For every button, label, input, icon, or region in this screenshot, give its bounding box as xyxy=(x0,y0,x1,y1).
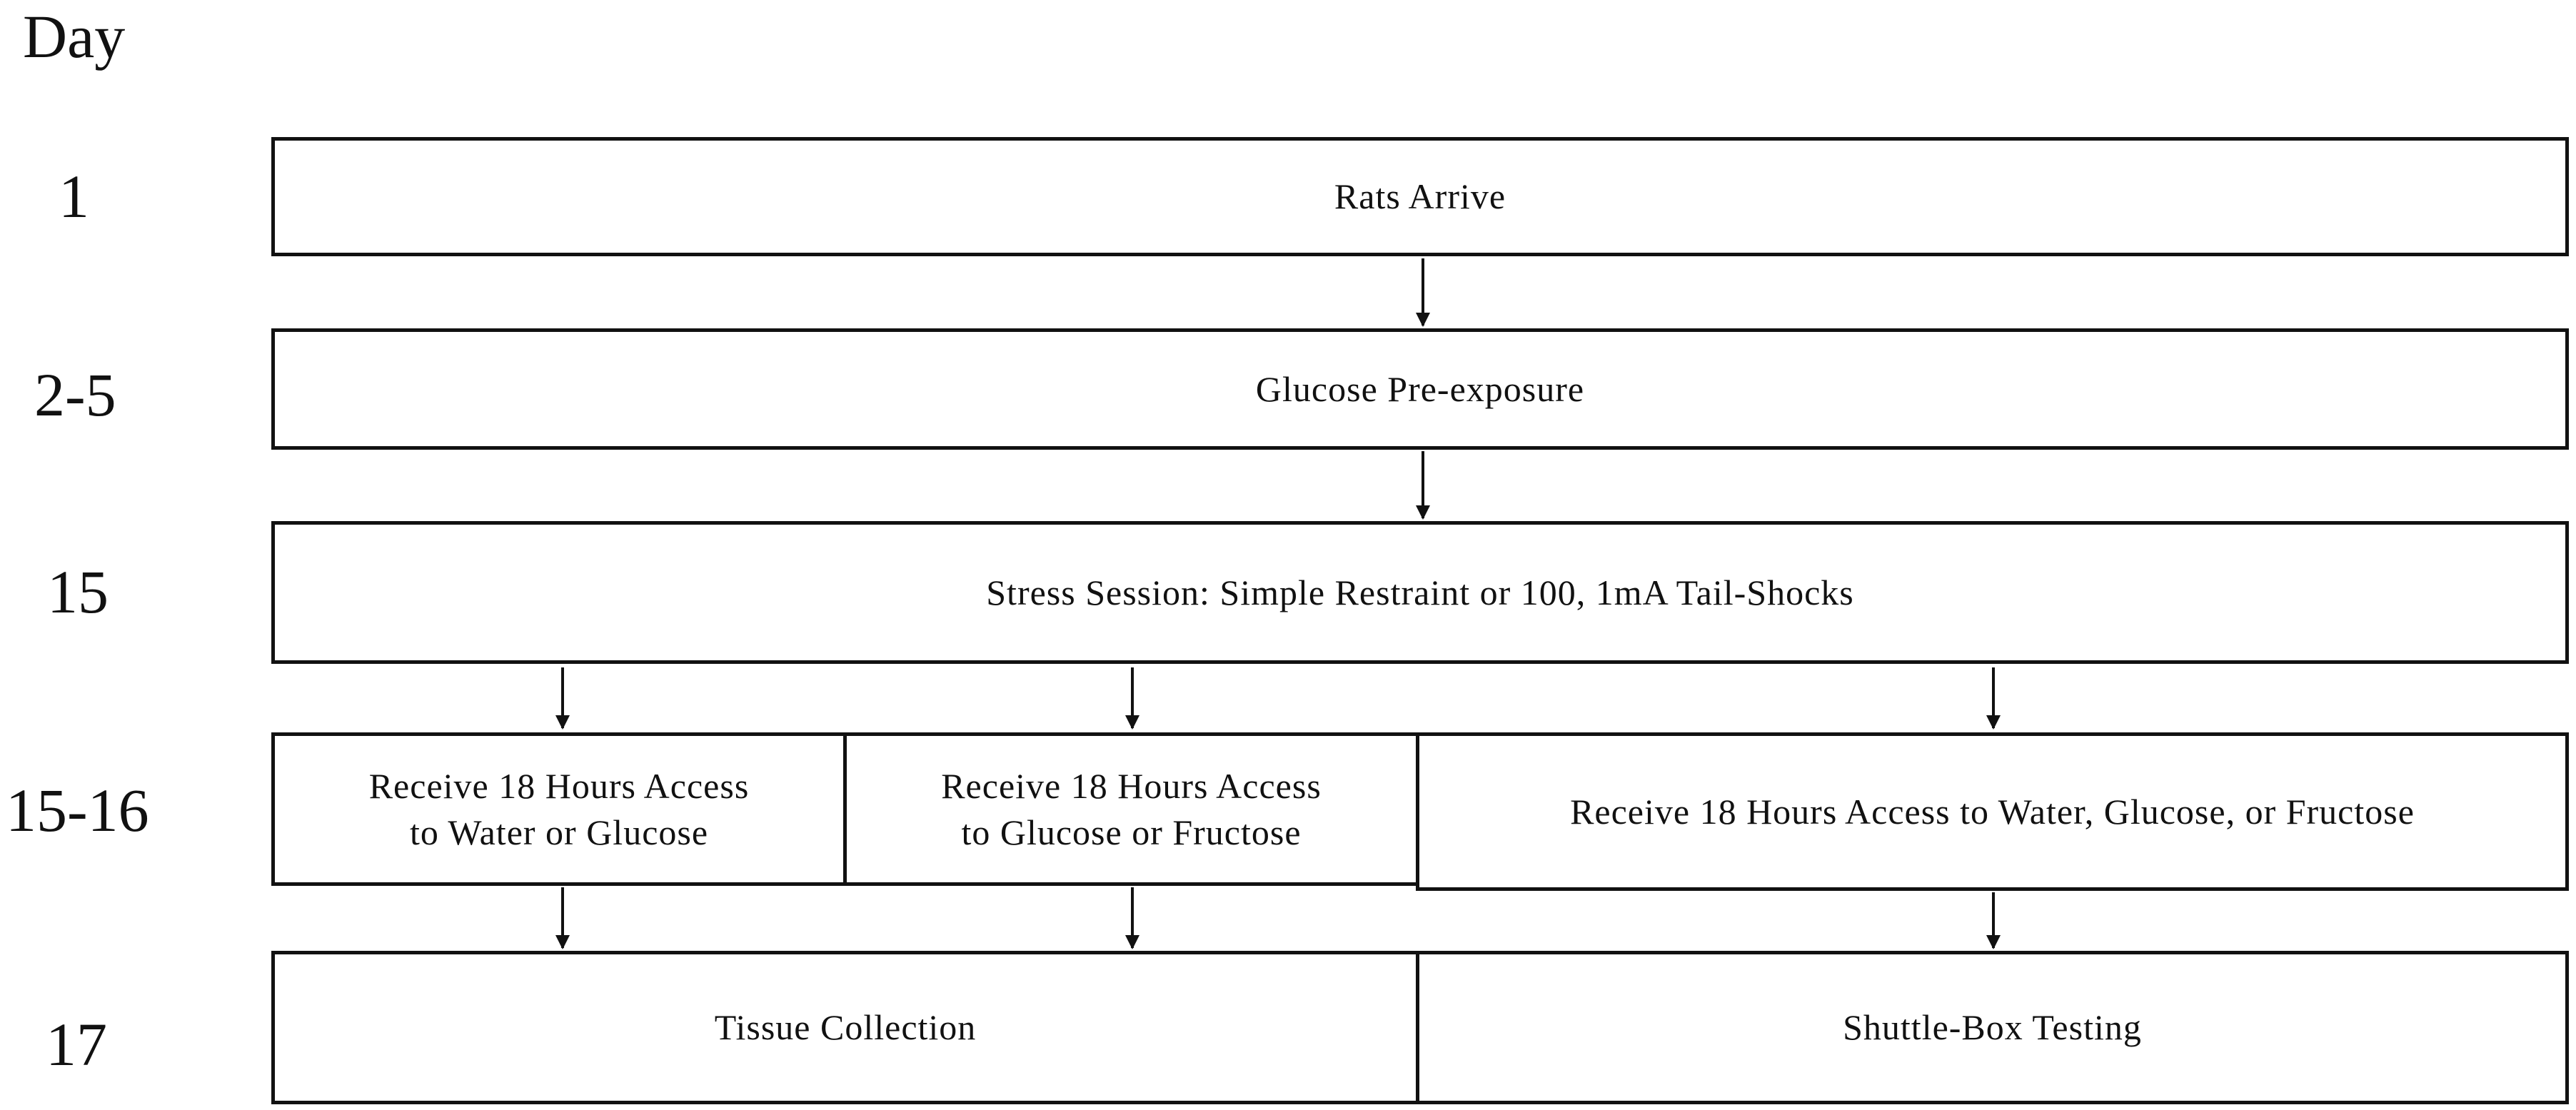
access-water-glucose-line2: to Water or Glucose xyxy=(409,812,709,852)
access-water-glucose-line1: Receive 18 Hours Access xyxy=(368,765,750,806)
access-glucose-fructose-line2: to Glucose or Fructose xyxy=(961,812,1302,852)
tissue-collection-label: Tissue Collection xyxy=(714,1007,977,1047)
stress-session-box: Stress Session: Simple Restraint or 100,… xyxy=(271,521,2569,664)
access-water-glucose-box: Receive 18 Hours Access to Water or Gluc… xyxy=(271,732,847,886)
day-label-1: 1 xyxy=(59,162,89,231)
glucose-preexposure-box: Glucose Pre-exposure xyxy=(271,328,2569,450)
shuttle-box-testing-label: Shuttle-Box Testing xyxy=(1843,1007,2142,1047)
shuttle-box-testing-box: Shuttle-Box Testing xyxy=(1416,951,2569,1104)
access-water-glucose-label: Receive 18 Hours Access to Water or Gluc… xyxy=(369,763,750,856)
tissue-collection-box: Tissue Collection xyxy=(271,951,1419,1104)
rats-arrive-box: Rats Arrive xyxy=(271,137,2569,256)
access-all-label: Receive 18 Hours Access to Water, Glucos… xyxy=(1570,791,2415,832)
stress-session-label: Stress Session: Simple Restraint or 100,… xyxy=(986,572,1854,612)
access-glucose-fructose-label: Receive 18 Hours Access to Glucose or Fr… xyxy=(941,763,1322,856)
day-label-2-5: 2-5 xyxy=(34,360,116,429)
day-label-15: 15 xyxy=(47,557,109,626)
access-glucose-fructose-line1: Receive 18 Hours Access xyxy=(941,765,1322,806)
day-label-15-16: 15-16 xyxy=(6,776,149,844)
access-glucose-fructose-box: Receive 18 Hours Access to Glucose or Fr… xyxy=(843,732,1419,886)
glucose-preexposure-label: Glucose Pre-exposure xyxy=(1255,368,1585,409)
access-all-box: Receive 18 Hours Access to Water, Glucos… xyxy=(1416,732,2569,891)
rats-arrive-label: Rats Arrive xyxy=(1334,176,1506,216)
day-header: Day xyxy=(23,2,126,71)
day-label-17: 17 xyxy=(46,1010,107,1079)
